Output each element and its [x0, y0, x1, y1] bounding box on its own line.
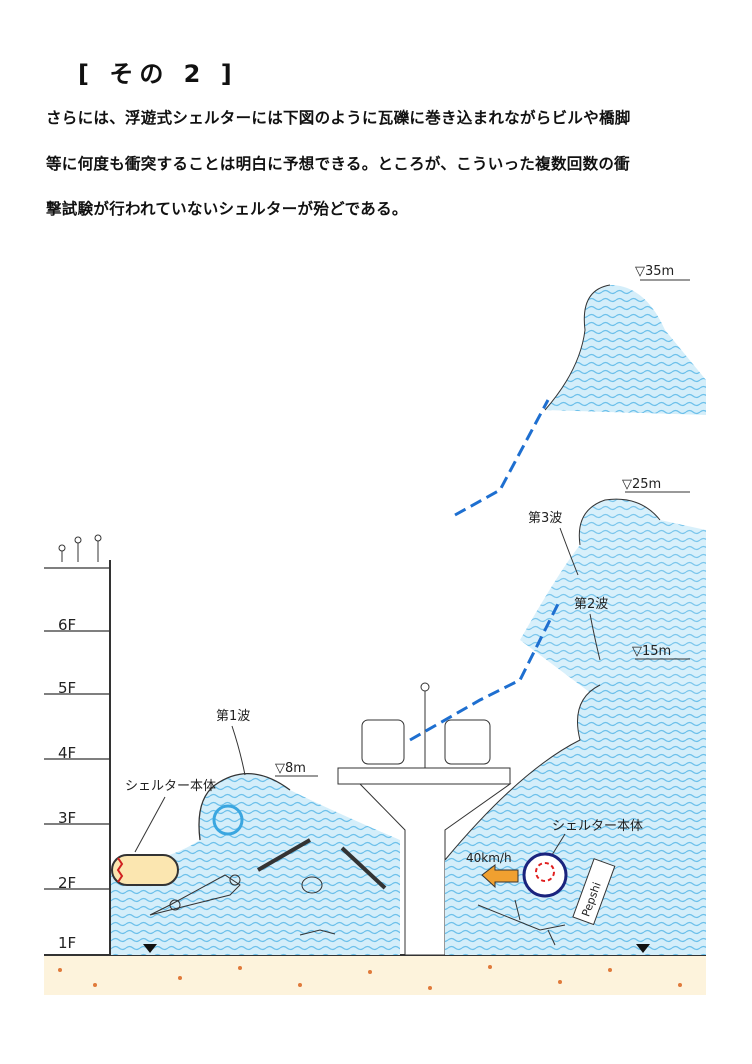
paragraph-line-1: さらには、浮遊式シェルターには下図のように瓦礫に巻き込まれながらビルや橋脚: [46, 109, 631, 127]
shelter-sphere-right: [522, 852, 568, 898]
level-8m: ▽8m: [275, 761, 306, 776]
floor-5f: 5F: [58, 679, 76, 697]
wave3-label: 第3波: [528, 511, 562, 526]
floor-4f: 4F: [58, 744, 76, 762]
water-level-marker: [143, 944, 157, 953]
shelter-label-right: シェルター本体: [552, 819, 643, 834]
shelter-label-left: シェルター本体: [125, 779, 216, 794]
wave-35m: [545, 285, 706, 415]
wave1-label: 第1波: [216, 709, 250, 724]
level-35m: ▽35m: [635, 264, 674, 279]
ground-pebbles: [58, 965, 682, 990]
section-title: [ その 2 ]: [78, 60, 238, 88]
floor-3f: 3F: [58, 809, 76, 827]
arrow-left-icon: [481, 863, 519, 889]
paragraph-line-2: 等に何度も衝突することは明白に予想できる。ところが、こういった複数回数の衝: [46, 155, 630, 173]
paragraph-line-3: 撃試験が行われていないシェルターが殆どである。: [46, 200, 408, 218]
level-15m: ▽15m: [632, 644, 671, 659]
wave-25m: [520, 499, 706, 700]
floor-1f: 1F: [58, 934, 76, 952]
bridge: [337, 682, 512, 956]
speed-label: 40km/h: [466, 851, 512, 865]
floor-2f: 2F: [58, 874, 76, 892]
wave2-label: 第2波: [574, 597, 608, 612]
shelter-capsule-left: [111, 854, 179, 886]
right-water-15m: [445, 680, 706, 955]
water-level-marker: [636, 944, 650, 953]
building: [44, 560, 111, 955]
left-water: [110, 773, 400, 955]
ground: [44, 955, 706, 995]
people-on-roof: [58, 534, 102, 562]
wave-trajectory: [409, 399, 562, 742]
level-25m: ▽25m: [622, 477, 661, 492]
debris: [149, 838, 387, 936]
driftwood: [477, 899, 566, 946]
floor-6f: 6F: [58, 616, 76, 634]
